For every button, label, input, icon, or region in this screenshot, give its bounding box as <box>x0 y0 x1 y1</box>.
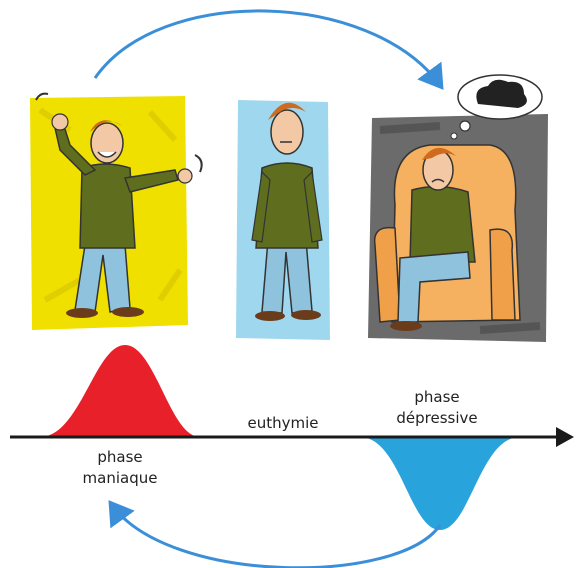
thought-bubble <box>450 74 543 140</box>
mania-label-line1: phase <box>97 448 142 466</box>
manic-person <box>35 92 203 318</box>
arrow-right-icon <box>556 427 574 447</box>
curved-arrow-left-icon <box>108 500 442 568</box>
sad-person <box>390 147 476 331</box>
euthymia-label: euthymie <box>247 414 318 432</box>
depression-label-line2: dépressive <box>396 409 477 427</box>
mania-curve <box>40 345 200 437</box>
curved-arrow-right-icon <box>93 9 444 90</box>
mania-label-line2: maniaque <box>83 469 158 487</box>
depression-label-line1: phase <box>414 388 459 406</box>
calm-person <box>251 102 323 321</box>
depression-curve <box>360 437 520 530</box>
dark-cloud-icon <box>476 79 527 108</box>
